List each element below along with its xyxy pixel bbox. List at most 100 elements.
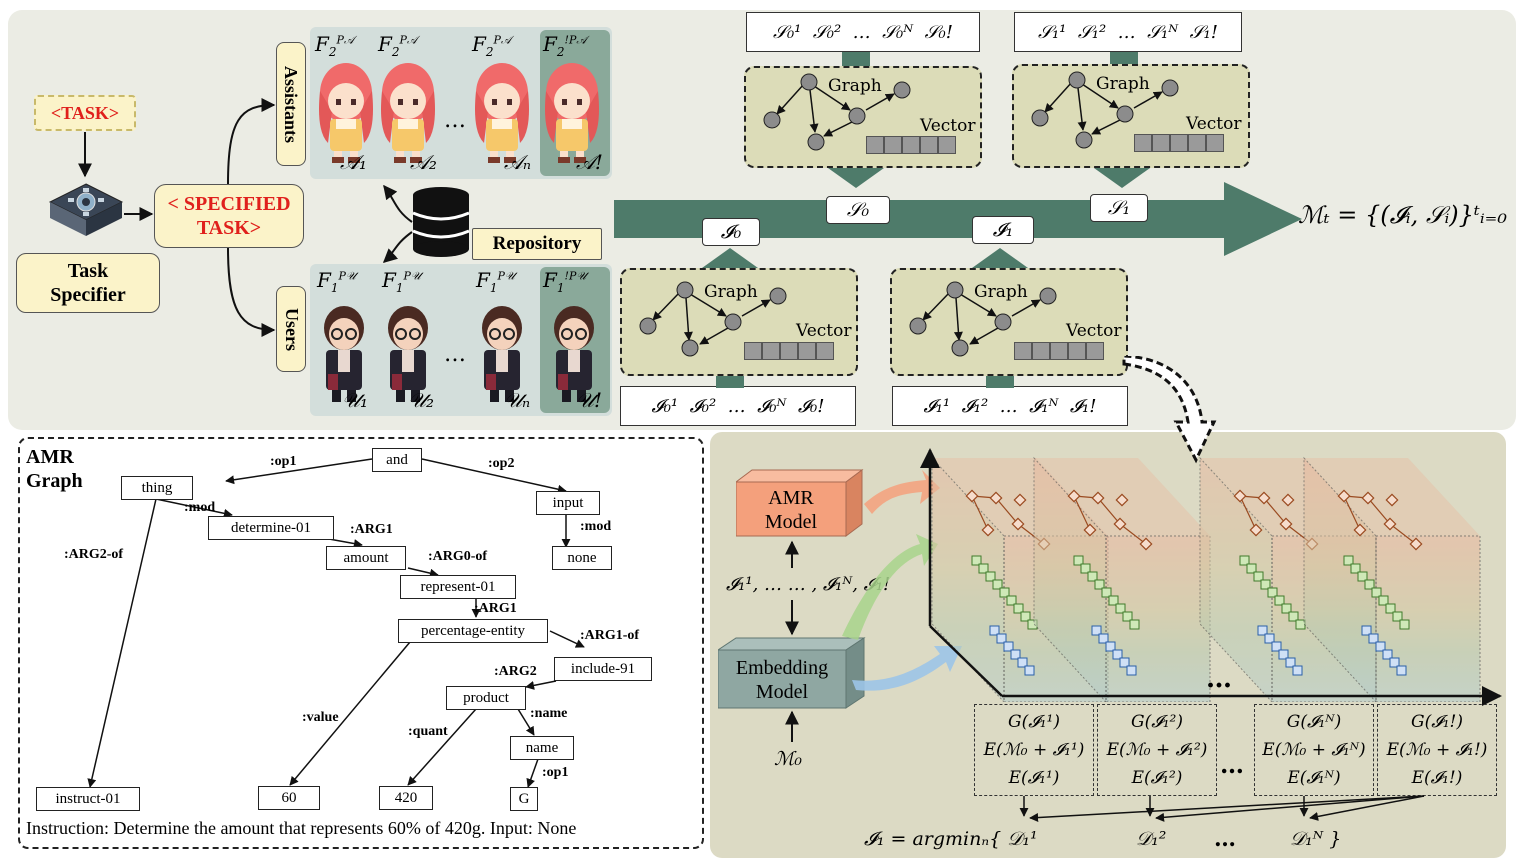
- graph-label-s1: Graph: [1096, 74, 1150, 94]
- mini-graph-i1: [909, 281, 1057, 357]
- amr-node-represent: represent-01: [400, 575, 516, 599]
- amr-node-percentage: percentage-entity: [398, 619, 548, 643]
- user-prompt-1: F1P𝒰: [317, 268, 356, 295]
- cube-ellipsis: …: [1206, 664, 1232, 694]
- argmin-formula: 𝓘₁ = argminₙ{ 𝒟₁¹: [864, 828, 1038, 850]
- task-tag: <TASK>: [34, 95, 136, 131]
- i1-box: 𝓘₁: [972, 216, 1034, 244]
- score-ellipsis: …: [1220, 750, 1244, 779]
- i1-items: 𝓘₁¹ 𝓘₁² … 𝓘₁ᴺ 𝓘₁!: [892, 386, 1128, 426]
- dashed-curved-arrow: [1122, 356, 1217, 464]
- user-ellipsis: …: [444, 342, 466, 367]
- s1-box: 𝒮₁: [1090, 194, 1148, 222]
- assistant-prompt-1: F2P𝒜: [315, 32, 355, 59]
- assistant-name-1: 𝒜₁: [340, 150, 367, 174]
- i0-box: 𝓘₀: [702, 218, 760, 246]
- amr-model-block: [736, 469, 864, 537]
- user-name-4: 𝒰!: [576, 388, 603, 412]
- amr-node-420: 420: [379, 786, 433, 810]
- amr-node-g: G: [510, 787, 538, 811]
- task-specifier-box: Task Specifier: [16, 253, 160, 313]
- argmin-ellipsis: …: [1214, 826, 1236, 852]
- axes: [920, 448, 1502, 706]
- mini-graph-s0: [763, 73, 911, 151]
- mini-graph-s1: [1031, 71, 1179, 149]
- users-label: Users: [276, 286, 306, 372]
- vector-cells-i1: [1014, 342, 1104, 360]
- amr-edges: [87, 458, 585, 788]
- database-icon: [412, 187, 470, 257]
- s0-items: 𝒮₀¹ 𝒮₀² … 𝒮₀ᴺ 𝒮₀!: [746, 12, 980, 52]
- d2-term: 𝒟₁²: [1136, 828, 1167, 850]
- amr-rel-quant: :quant: [408, 724, 448, 739]
- assistant-prompt-4: F2!P𝒜: [543, 32, 587, 59]
- mini-graph-i0: [639, 281, 787, 357]
- score-box-2: G(𝓘₁²)E(ℳ₀ + 𝓘₁²)E(𝓘₁²): [1097, 704, 1217, 796]
- specified-task-text: < SPECIFIED TASK>: [167, 193, 291, 239]
- top-left-connectors: [78, 98, 413, 337]
- amr-node-include: include-91: [554, 657, 652, 681]
- score-box-4: G(𝓘₁!)E(ℳ₀ + 𝓘₁!)E(𝓘₁!): [1377, 704, 1497, 796]
- amr-model-label: AMR Model: [764, 487, 818, 533]
- graph-label-s0: Graph: [828, 76, 882, 96]
- amr-node-thing: thing: [121, 476, 193, 500]
- score-box-1: G(𝓘₁¹)E(ℳ₀ + 𝓘₁¹)E(𝓘₁¹): [974, 704, 1094, 796]
- vector-label-i0: Vector: [796, 321, 852, 341]
- amr-rel-arg1b: :ARG1: [474, 601, 517, 616]
- amr-node-instruct: instruct-01: [36, 787, 140, 811]
- amr-node-product: product: [446, 686, 526, 710]
- user-name-3: 𝒰ₙ: [504, 388, 531, 412]
- assistant-prompt-2: F2P𝒜: [378, 32, 418, 59]
- amr-node-name: name: [510, 736, 574, 760]
- amr-title: AMR Graph: [26, 446, 83, 492]
- input-list: 𝓘₁¹, … … , 𝓘₁ᴺ, 𝓘₁!: [726, 574, 891, 595]
- task-specifier-text: Task Specifier: [50, 260, 126, 306]
- instruction-text: Instruction: Determine the amount that r…: [26, 818, 577, 838]
- dn-term: 𝒟₁ᴺ }: [1290, 828, 1342, 850]
- memory-formula: ℳₜ = {(𝓘ᵢ, 𝒮ᵢ)}ᵗᵢ₌₀: [1298, 201, 1507, 229]
- amr-rel-name: :name: [530, 706, 568, 721]
- amr-rel-mod1: :mod: [184, 500, 216, 515]
- assistant-name-2: 𝒜₂: [410, 150, 437, 174]
- vector-label-s0: Vector: [920, 116, 976, 136]
- user-prompt-2: F1P𝒰: [382, 268, 421, 295]
- amr-node-and: and: [372, 448, 422, 472]
- user-prompt-3: F1P𝒰: [476, 268, 515, 295]
- amr-rel-op2: :op2: [488, 456, 515, 471]
- embedding-model-block: [718, 637, 866, 709]
- user-name-2: 𝒰₂: [408, 388, 435, 412]
- amr-rel-arg0of: :ARG0-of: [428, 549, 488, 564]
- assistants-label: Assistants: [276, 42, 306, 166]
- graph-label-i1: Graph: [974, 282, 1028, 302]
- s0-box: 𝒮₀: [826, 196, 890, 224]
- amr-node-none: none: [552, 546, 612, 570]
- amr-rel-arg2: :ARG2: [494, 664, 537, 679]
- graph-label-i0: Graph: [704, 282, 758, 302]
- s1-items: 𝒮₁¹ 𝒮₁² … 𝒮₁ᴺ 𝒮₁!: [1014, 12, 1242, 52]
- model-arrows: [785, 470, 962, 742]
- vector-cells-i0: [744, 342, 834, 360]
- assistant-name-4: 𝒜!: [576, 150, 603, 174]
- amr-rel-arg1of: :ARG1-of: [580, 628, 640, 643]
- assistant-prompt-3: F2P𝒜: [472, 32, 512, 59]
- amr-node-amount: amount: [326, 546, 406, 570]
- score-box-3: G(𝓘₁ᴺ)E(ℳ₀ + 𝓘₁ᴺ)E(𝓘₁ᴺ): [1254, 704, 1374, 796]
- amr-rel-op1: :op1: [270, 454, 297, 469]
- embedding-model-label: Embedding Model: [735, 657, 829, 703]
- vector-label-s1: Vector: [1186, 114, 1242, 134]
- amr-node-determine: determine-01: [208, 516, 334, 540]
- amr-rel-arg1a: :ARG1: [350, 522, 393, 537]
- vector-label-i1: Vector: [1066, 321, 1122, 341]
- assistant-ellipsis: …: [444, 108, 466, 133]
- specified-task-box: < SPECIFIED TASK>: [154, 184, 304, 248]
- vector-cells-s1: [1134, 134, 1224, 152]
- score-arrows: [1019, 795, 1425, 823]
- amr-node-60: 60: [258, 786, 320, 810]
- amr-rel-arg2of: :ARG2-of: [64, 547, 124, 562]
- amr-node-input: input: [536, 491, 600, 515]
- repository-label: Repository: [472, 228, 602, 260]
- amr-rel-mod2: :mod: [580, 519, 612, 534]
- user-prompt-4: F1!P𝒰: [543, 268, 587, 295]
- vector-cells-s0: [866, 136, 956, 154]
